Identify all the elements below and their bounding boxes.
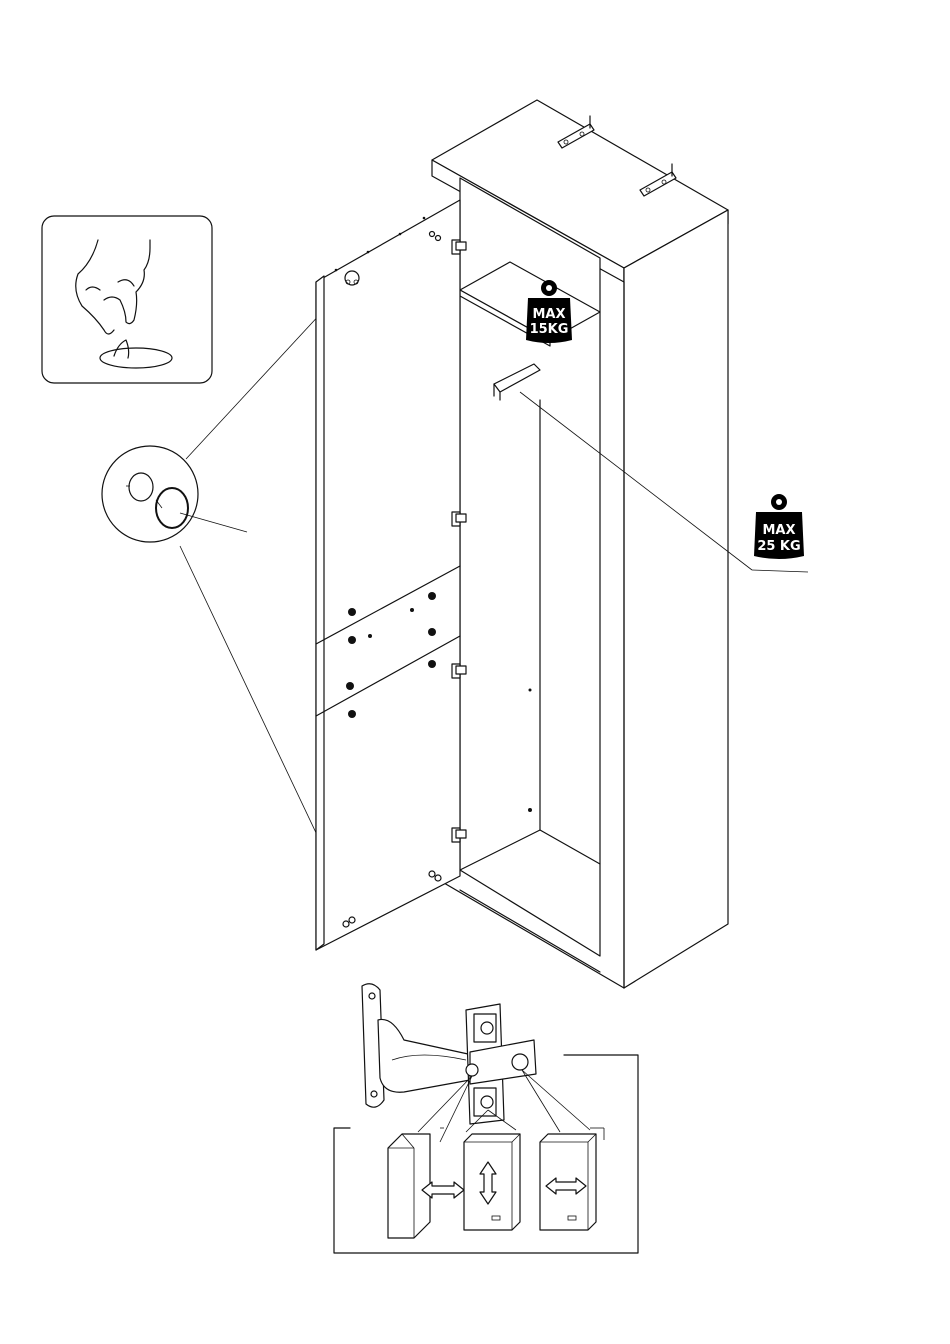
- adjust-box-height: [464, 1134, 520, 1230]
- wardrobe-cabinet: [432, 100, 728, 988]
- rail-weight-value: 25 KG: [757, 539, 800, 554]
- adjust-box-side: [388, 1134, 464, 1238]
- shelf-weight-value: 15KG: [530, 322, 569, 337]
- open-door: [316, 200, 466, 950]
- double-arrow-horizontal-icon: [422, 1182, 464, 1198]
- cover-cap-callout: [102, 284, 348, 896]
- peel-sticker-inset: [42, 216, 212, 383]
- rail-max-label: MAX: [762, 523, 795, 538]
- hand-peel-icon: [76, 240, 172, 368]
- shelf-max-label: MAX: [532, 307, 565, 322]
- adjust-box-depth: [540, 1134, 596, 1230]
- hinge-detail: [334, 984, 638, 1253]
